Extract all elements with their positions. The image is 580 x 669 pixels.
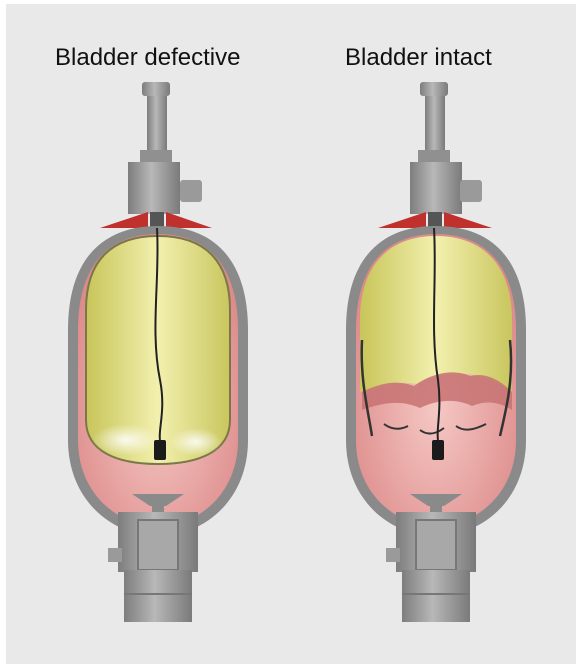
red-tab-left-a: [100, 212, 148, 228]
sensor-probe-right: [432, 440, 444, 460]
poppet-valve-left: [108, 494, 198, 622]
red-tab-left-b: [166, 212, 212, 228]
red-tab-right-a: [378, 212, 426, 228]
red-tab-right-b: [444, 212, 492, 228]
gas-valve-right: [410, 82, 482, 230]
accumulator-left: [68, 82, 248, 622]
poppet-valve-right: [386, 494, 476, 622]
accumulator-right: [346, 82, 526, 622]
sensor-probe-left: [154, 440, 166, 460]
gas-valve-left: [128, 82, 202, 230]
